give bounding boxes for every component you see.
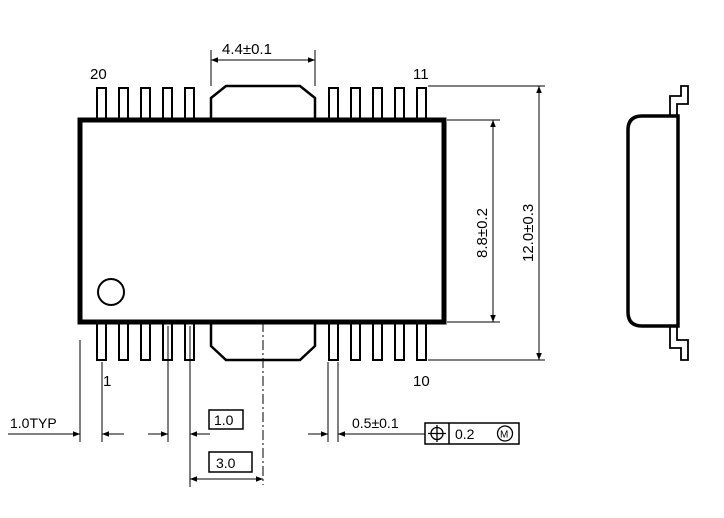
lead-6 [328,321,339,361]
body-height-label: 8.8±0.2 [474,208,491,258]
basic-3-box [208,451,253,473]
pin10-label: 10 [413,373,430,390]
pin1-label: 1 [103,373,111,390]
lead-16 [184,87,195,123]
position-tolerance-value: 0.2 [455,426,475,442]
lead-10 [416,321,427,361]
lead-19 [118,87,129,123]
lead-pitch-label: 1.0TYP [10,415,57,431]
mmc-modifier-label: M [500,430,508,441]
top-leads [96,87,427,123]
side-view-body [626,114,680,328]
side-view [626,85,689,361]
pin20-label: 20 [90,66,107,83]
lead-8 [372,321,383,361]
lead-18 [140,87,151,123]
total-height-dimension [428,85,545,361]
lead-15 [328,87,339,123]
package-body [77,117,447,325]
lead-9 [394,321,405,361]
basic-1-label: 1.0 [214,412,234,428]
lead-14 [350,87,361,123]
tab-width-dimension [210,50,316,86]
pin1-index-mark [97,278,125,306]
lead-pitch-dimension [8,340,124,442]
position-tolerance-frame: 0.2 M [424,422,520,445]
lead-width-dimension [308,362,425,442]
top-heat-tab [209,84,317,124]
lead-12 [394,87,405,123]
tab-width-label: 4.4±0.1 [222,41,272,58]
lead-20 [96,87,107,123]
basic-3-label: 3.0 [216,455,236,471]
lead-2 [118,321,129,361]
pin11-label: 11 [413,66,429,83]
lead-1 [96,321,107,361]
lead-3 [140,321,151,361]
basic-1-box [208,409,244,430]
position-symbol-icon [428,425,446,442]
total-height-label: 12.0±0.3 [520,204,537,262]
lead-7 [350,321,361,361]
lead-width-label: 0.5±0.1 [352,415,399,431]
basic-1-dimension [148,326,210,487]
body-height-dimension [447,119,500,323]
lead-17 [162,87,173,123]
mmc-modifier-icon [496,425,514,442]
lead-13 [372,87,383,123]
lead-11 [416,87,427,123]
